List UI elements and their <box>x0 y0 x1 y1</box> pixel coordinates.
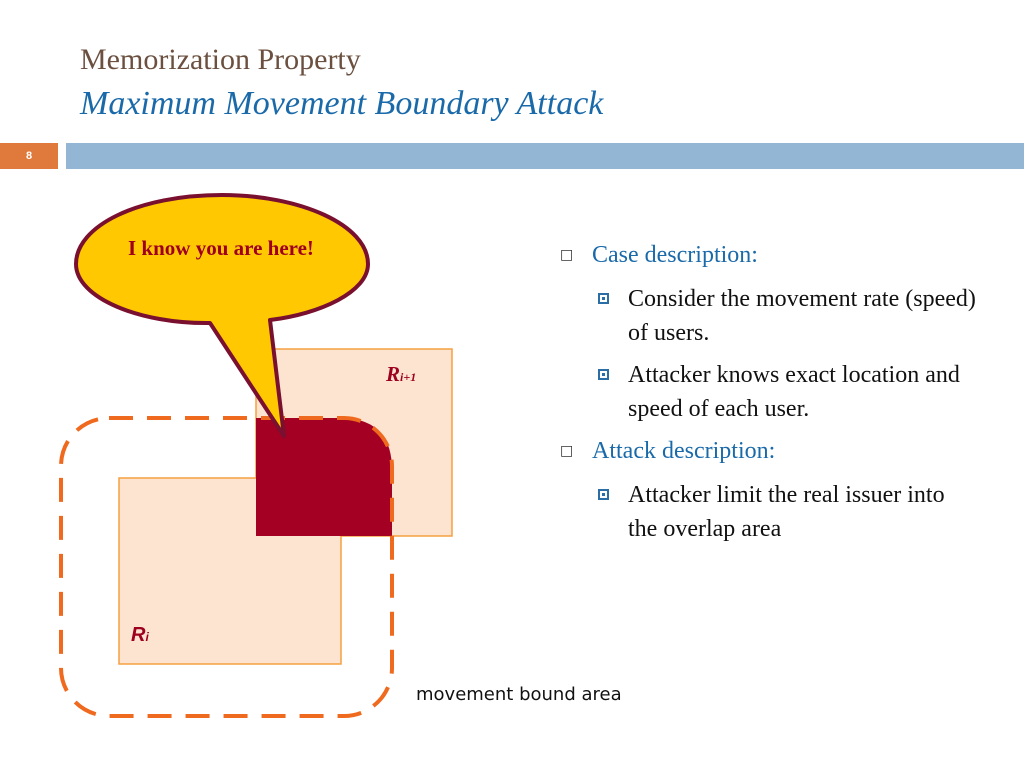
square-bullet-icon: □ <box>560 443 574 459</box>
slide-subtitle: Maximum Movement Boundary Attack <box>80 85 604 122</box>
region-current-label-sub: i <box>145 630 149 644</box>
speech-bubble <box>74 193 370 438</box>
sub-bullet-text: Consider the movement rate (speed) of us… <box>628 286 976 346</box>
square-bullet-icon: □ <box>560 247 574 263</box>
sub-bullet-text: Attacker knows exact location and speed … <box>628 362 960 422</box>
square-dot-bullet-icon <box>598 293 609 304</box>
movement-bound-label: movement bound area <box>416 684 622 705</box>
region-current-label-base: R <box>131 624 146 646</box>
bullet-list: □ Case description: Consider the movement… <box>556 238 976 554</box>
sub-bullet-attacker-limit: Attacker limit the real issuer into the … <box>592 478 976 546</box>
region-next-label: Ri+1 <box>386 362 416 387</box>
square-dot-bullet-icon <box>598 369 609 380</box>
sub-bullet-text: Attacker limit the real issuer into the … <box>628 482 945 542</box>
header-band <box>66 143 1024 169</box>
bullet-attack-description: □ Attack description: <box>556 434 976 468</box>
bullet-attack-label: Attack description: <box>592 438 776 464</box>
bullet-case-label: Case description: <box>592 242 758 268</box>
slide-title: Memorization Property <box>80 43 361 76</box>
region-next-label-base: R <box>386 362 401 386</box>
region-next-label-sub: i+1 <box>400 370 417 384</box>
overlap-area <box>256 418 392 536</box>
sub-bullet-attacker-knows: Attacker knows exact location and speed … <box>592 358 976 426</box>
square-dot-bullet-icon <box>598 489 609 500</box>
region-current-label: Ri <box>131 624 149 647</box>
bullet-case-description: □ Case description: <box>556 238 976 272</box>
movement-boundary <box>59 416 394 718</box>
slide-number: 8 <box>25 150 33 162</box>
bubble-text: I know you are here! <box>128 236 314 260</box>
sub-bullet-movement-rate: Consider the movement rate (speed) of us… <box>592 282 976 350</box>
slide-number-box: 8 <box>0 143 58 169</box>
